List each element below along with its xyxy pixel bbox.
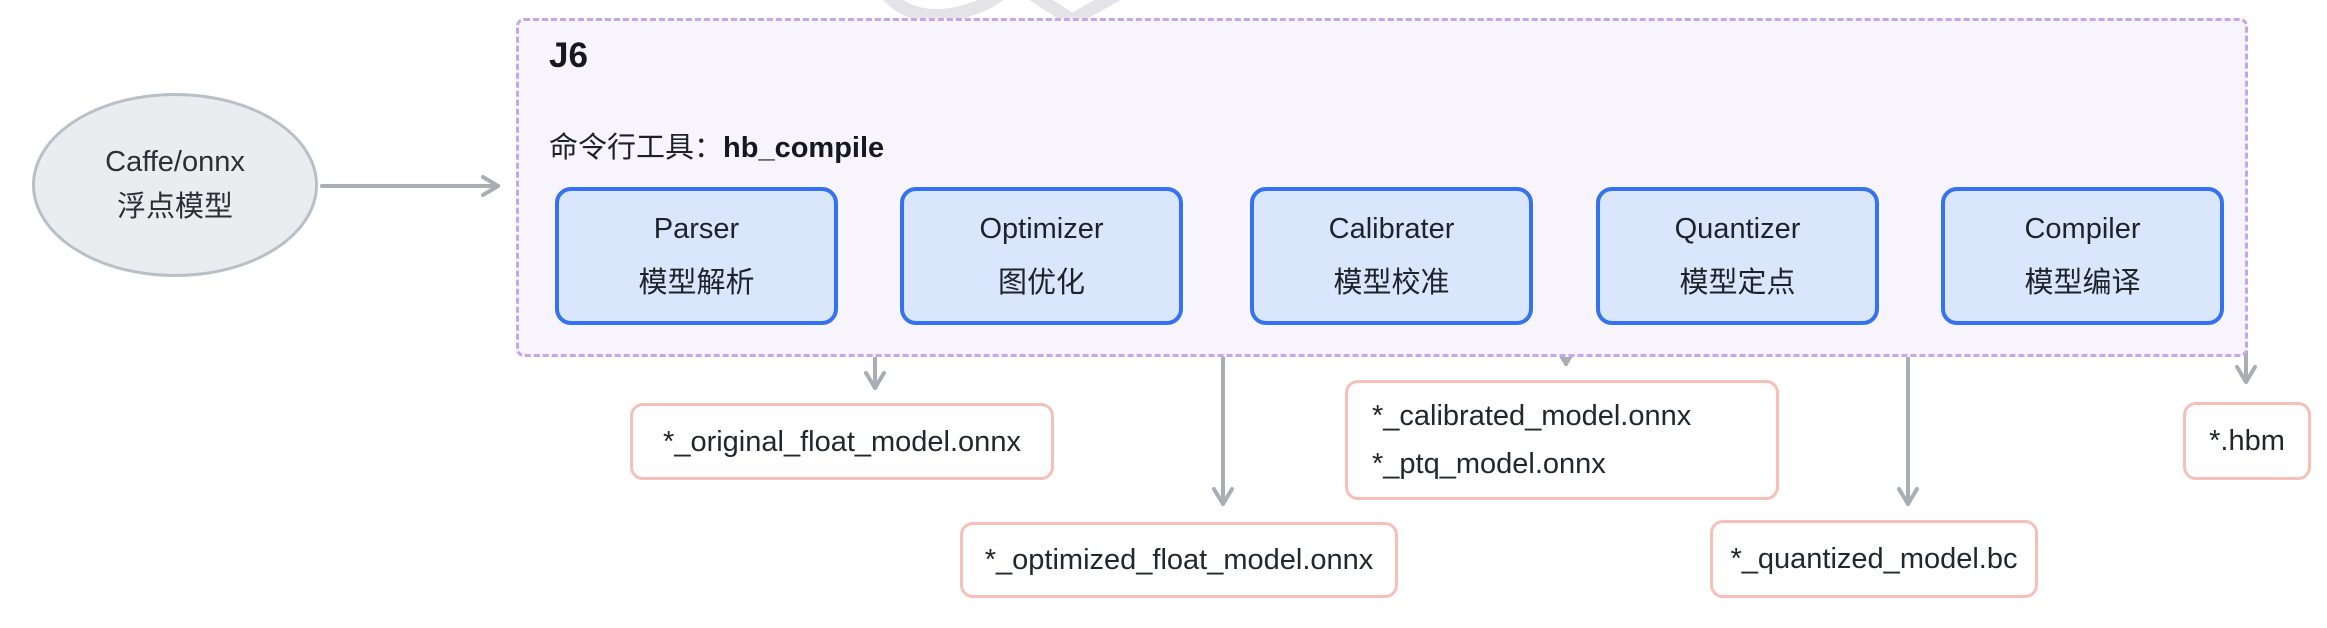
stage-calibrater-name: Calibrater (1328, 213, 1455, 245)
output-file-name: *_quantized_model.bc (1730, 543, 2018, 575)
output-quantized-model: *_quantized_model.bc (1710, 520, 2038, 598)
input-model-node: Caffe/onnx 浮点模型 (32, 93, 318, 277)
stage-parser-desc: 模型解析 (638, 267, 755, 299)
output-original-float-model: *_original_float_model.onnx (630, 403, 1054, 480)
j6-subtitle: 命令行工具：hb_compile (549, 124, 884, 166)
stage-compiler: Compiler 模型编译 (1941, 187, 2224, 325)
watermark-fragment (883, 0, 1121, 28)
cli-label: 命令行工具： (549, 132, 724, 164)
output-hbm: *.hbm (2183, 402, 2311, 480)
output-calibrated-model: *_calibrated_model.onnx *_ptq_model.onnx (1345, 380, 1779, 500)
j6-title: J6 (549, 36, 588, 75)
stage-optimizer: Optimizer 图优化 (900, 187, 1183, 325)
cli-tool-name: hb_compile (723, 132, 885, 164)
stage-parser: Parser 模型解析 (555, 187, 838, 325)
stage-compiler-desc: 模型编译 (2024, 267, 2141, 299)
stage-optimizer-name: Optimizer (979, 213, 1104, 245)
output-file-name: *_original_float_model.onnx (663, 425, 1021, 458)
output-optimized-float-model: *_optimized_float_model.onnx (960, 522, 1398, 598)
stage-optimizer-desc: 图优化 (997, 267, 1085, 299)
stage-quantizer-name: Quantizer (1674, 213, 1801, 245)
input-model-line2: 浮点模型 (116, 191, 233, 223)
output-file-name: *_ptq_model.onnx (1372, 448, 1606, 480)
stage-calibrater-desc: 模型校准 (1333, 267, 1450, 299)
stage-calibrater: Calibrater 模型校准 (1250, 187, 1533, 325)
stage-parser-name: Parser (653, 213, 740, 245)
stage-compiler-name: Compiler (2024, 213, 2141, 245)
stage-quantizer: Quantizer 模型定点 (1596, 187, 1879, 325)
stage-quantizer-desc: 模型定点 (1679, 267, 1796, 299)
input-model-line1: Caffe/onnx (105, 146, 245, 179)
output-file-name: *.hbm (2209, 425, 2285, 457)
output-file-name: *_optimized_float_model.onnx (984, 544, 1374, 576)
output-file-name: *_calibrated_model.onnx (1372, 400, 1692, 432)
